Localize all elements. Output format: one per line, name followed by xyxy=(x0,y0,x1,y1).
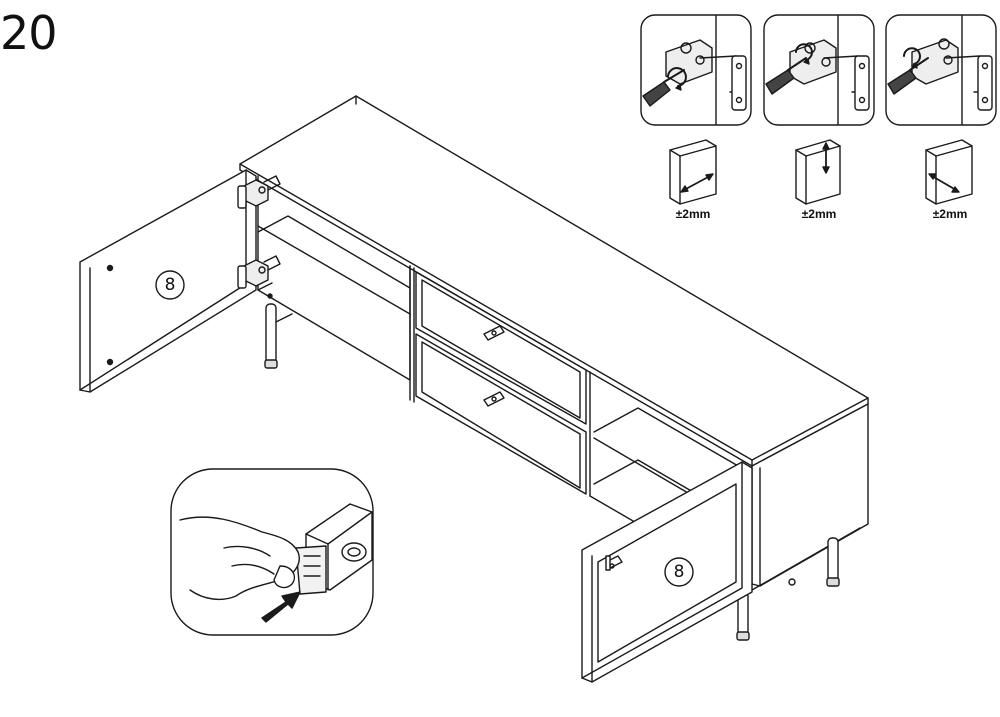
drawer-handle-bottom xyxy=(483,391,505,407)
adjust-depth-value: ±2mm xyxy=(932,207,968,221)
right-door-part-label: 8 xyxy=(673,562,685,582)
adjust-height-value: ±2mm xyxy=(801,207,837,221)
hinge-detail-panel-3 xyxy=(885,14,997,126)
adjust-depth-icon xyxy=(925,139,973,205)
right-door xyxy=(581,461,753,683)
hinge-detail-panel-2 xyxy=(763,14,875,126)
adjust-height-icon xyxy=(795,139,841,205)
drawer-handle-top xyxy=(483,325,505,341)
adjust-side-value: ±2mm xyxy=(675,207,711,221)
left-door-hinges xyxy=(237,175,281,299)
step-number: 20 xyxy=(0,6,58,60)
door-knob xyxy=(605,555,623,571)
hinge-detail-panel-1 xyxy=(640,14,752,126)
tv-cabinet xyxy=(239,95,869,641)
adjust-side-icon xyxy=(669,139,717,205)
cabinet-legs xyxy=(264,303,840,641)
left-door xyxy=(79,169,257,393)
damper-detail-panel xyxy=(170,468,374,636)
left-door-part-label: 8 xyxy=(164,275,176,295)
